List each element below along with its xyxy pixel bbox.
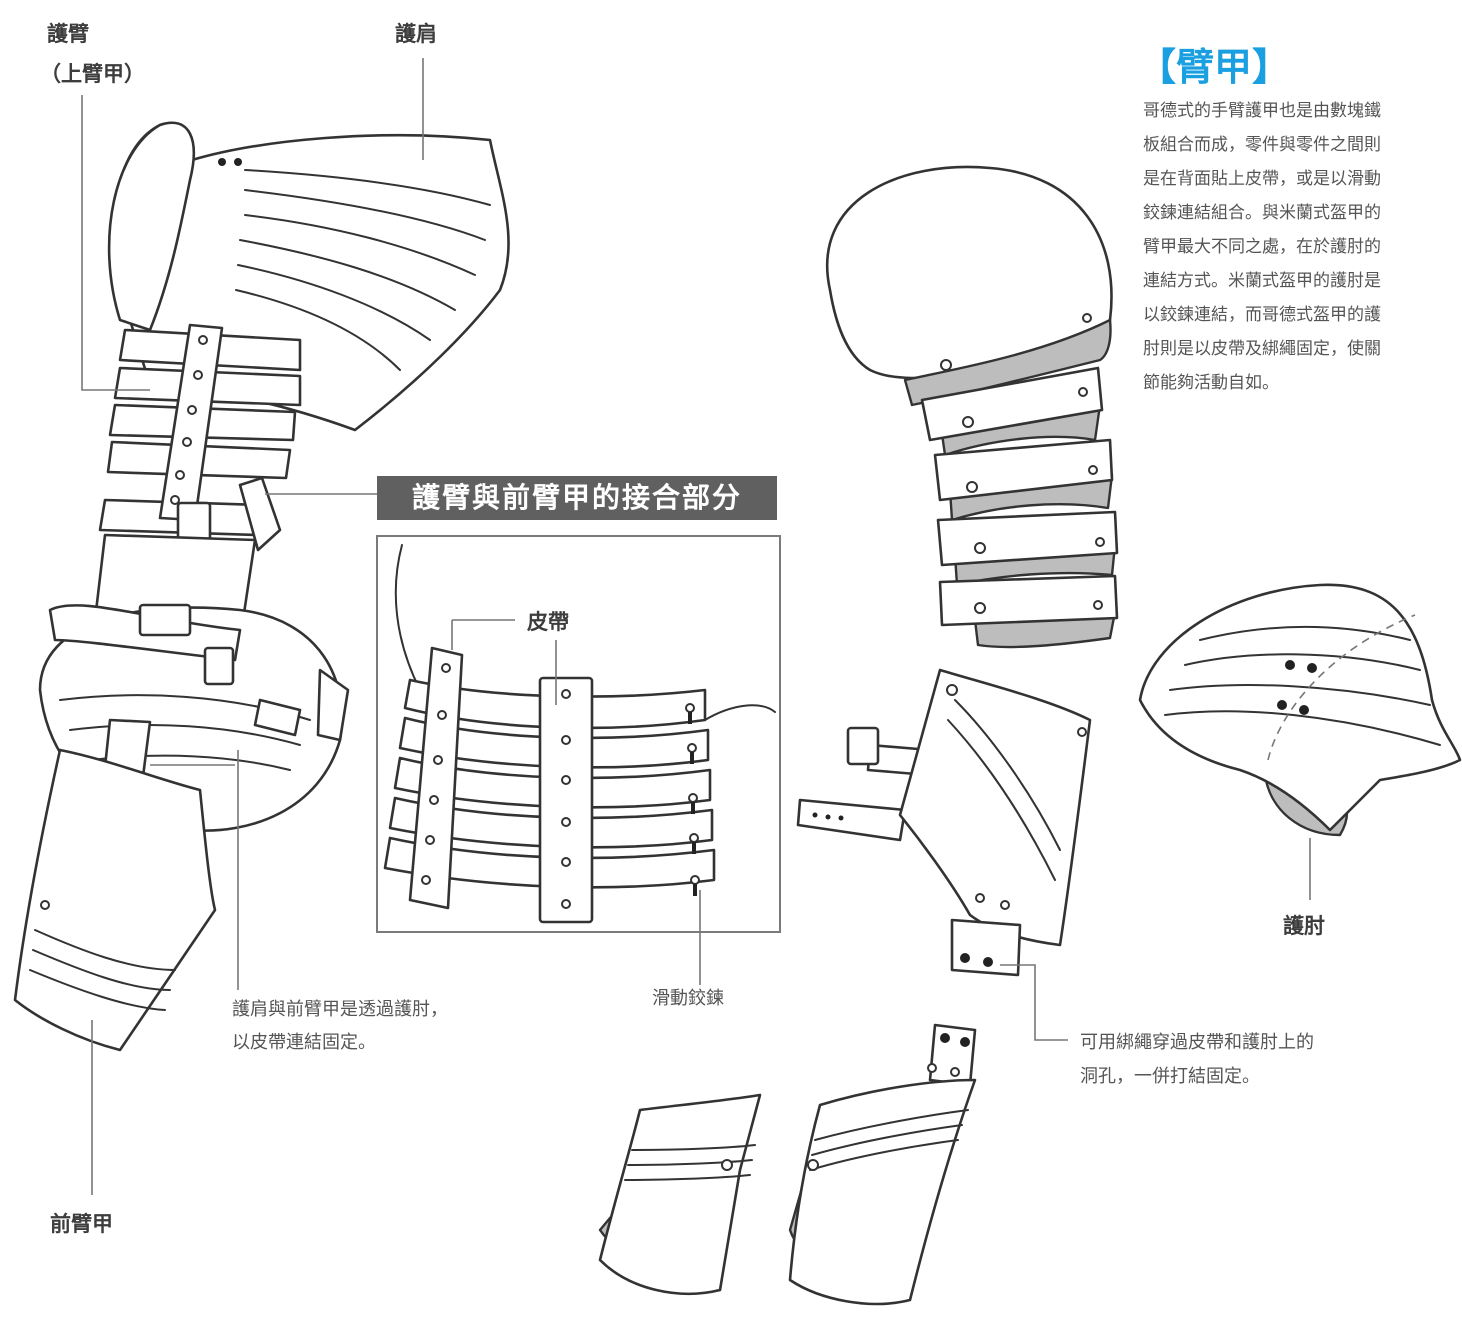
- section-paragraph: 哥德式的手臂護甲也是由數塊鐵 板組合而成，零件與零件之間則 是在背面貼上皮帶，或…: [1143, 94, 1459, 400]
- sliding-hinge-label: 滑動鉸鍊: [652, 988, 724, 1009]
- forearm-guard-label: 前臂甲: [50, 1212, 113, 1236]
- shoulder-guard-label: 護肩: [395, 22, 437, 46]
- vambrace-upper-plate: [898, 668, 1092, 947]
- forearm-rear-plate: [598, 1093, 762, 1296]
- assembled-arm-drawing: [13, 58, 510, 1195]
- joint-detail-banner: 護臂與前臂甲的接合部分: [377, 476, 777, 520]
- paragraph-line: 鉸鍊連結組合。與米蘭式盔甲的: [1143, 203, 1381, 223]
- paragraph-line: 連結方式。米蘭式盔甲的護肘是: [1143, 271, 1381, 291]
- shoulder-cap: [107, 121, 195, 332]
- cord-note-line1: 可用綁繩穿過皮帶和護肘上的: [1080, 1032, 1314, 1053]
- upper-arm-guard-alt-label: （上臂甲）: [40, 62, 145, 86]
- shoulder-forearm-note-line2: 以皮帶連結固定。: [232, 1032, 376, 1053]
- exploded-upper-arm-drawing: [826, 165, 1119, 649]
- cord-note-line2: 洞孔，一併打結固定。: [1080, 1066, 1260, 1087]
- forearm-front-plate: [788, 1078, 977, 1306]
- paragraph-line: 以鉸鍊連結，而哥德式盔甲的護: [1143, 305, 1381, 325]
- elbow-guard-label: 護肘: [1283, 914, 1325, 938]
- upper-arm-guard-label: 護臂: [47, 22, 89, 46]
- section-title: 【臂甲】: [1138, 45, 1291, 89]
- strap-label: 皮帶: [527, 610, 569, 634]
- paragraph-line: 哥德式的手臂護甲也是由數塊鐵: [1143, 101, 1381, 121]
- exploded-elbow-guard-drawing: [1138, 583, 1462, 900]
- paragraph-line: 節能夠活動自如。: [1143, 373, 1279, 393]
- forearm-plate: [13, 748, 217, 1052]
- paragraph-line: 是在背面貼上皮帶，或是以滑動: [1143, 169, 1381, 189]
- exploded-lower-arm-drawing: [598, 668, 1092, 1306]
- paragraph-line: 板組合而成，零件與零件之間則: [1143, 135, 1381, 155]
- shoulder-forearm-note-line1: 護肩與前臂甲是透過護肘，: [232, 999, 448, 1020]
- paragraph-line: 臂甲最大不同之處，在於護肘的: [1143, 237, 1381, 257]
- paragraph-line: 肘則是以皮帶及綁繩固定，使關: [1143, 339, 1381, 359]
- joint-detail-drawing: [376, 535, 781, 985]
